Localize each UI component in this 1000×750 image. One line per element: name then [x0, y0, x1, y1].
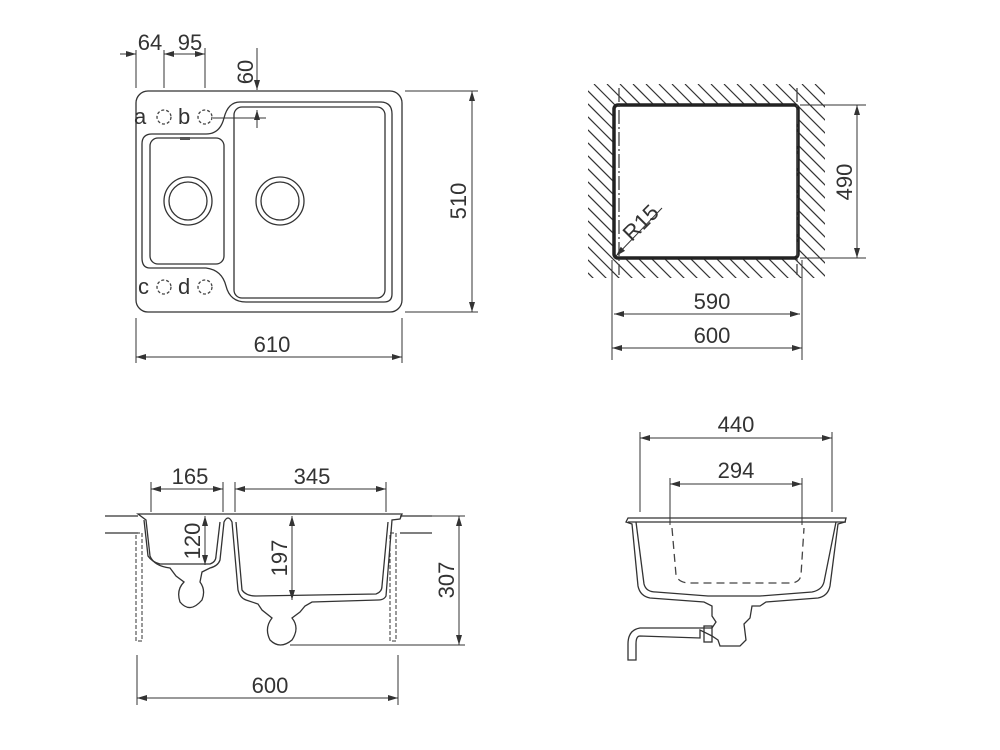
hatch-line: [723, 84, 825, 278]
hatch-line: [606, 84, 808, 278]
hatch-line: [588, 84, 730, 278]
front-section-view: 165 345 120 197 307 600: [105, 464, 465, 705]
dim-600-front: 600: [252, 673, 289, 698]
inner-bowl-hidden-line: [671, 527, 805, 584]
dim-590: 590: [694, 289, 731, 314]
top-view: a b c d 64 95 60 610 510: [120, 30, 478, 363]
hatch-line: [588, 84, 782, 278]
dim-60: 60: [233, 60, 258, 84]
cutout-outline: [612, 103, 800, 260]
hatch-line: [867, 84, 1000, 284]
hatch-line: [588, 84, 678, 278]
hatch-line: [588, 84, 639, 278]
tap-hole-icon: [156, 109, 172, 125]
cabinet-wall-right: [389, 532, 397, 642]
large-bowl-inner: [233, 106, 386, 299]
dim-165: 165: [172, 464, 209, 489]
dim-345: 345: [294, 464, 331, 489]
dim-r15: R15: [618, 200, 664, 246]
hatch-line: [880, 84, 1000, 284]
hatch-line: [588, 84, 769, 278]
tap-hole-icon: [197, 109, 213, 125]
dim-600-cutout: 600: [694, 323, 731, 348]
hatch-line: [588, 84, 652, 278]
dim-440: 440: [718, 412, 755, 437]
hatch-line: [386, 84, 586, 284]
hatch-line: [762, 84, 825, 278]
hatch-line: [854, 84, 1000, 284]
hatch-line: [588, 84, 626, 278]
cabinet-wall-left: [135, 532, 143, 642]
hatch-line: [588, 84, 743, 278]
side-section-view: 440 294: [625, 412, 847, 661]
dim-95: 95: [178, 30, 202, 55]
dim-307: 307: [434, 562, 459, 599]
hatch-line: [588, 84, 704, 278]
tap-hole-label-a: a: [134, 104, 147, 129]
hatch-line: [588, 84, 756, 278]
tap-hole-icon: [197, 279, 213, 295]
hatch-line: [588, 84, 613, 278]
overflow-slot: [180, 137, 190, 140]
hatch-line: [775, 84, 825, 278]
large-drain-icon: [255, 176, 305, 226]
dim-490: 490: [832, 164, 857, 201]
hatch-line: [658, 84, 825, 278]
hatch-line: [710, 84, 825, 278]
hatch-line: [619, 84, 821, 278]
dim-197: 197: [267, 540, 292, 577]
dim-294: 294: [718, 458, 755, 483]
hatch-line: [593, 84, 795, 278]
hatch-line: [645, 84, 825, 278]
small-bowl-inner: [149, 137, 225, 265]
hatch-line: [632, 84, 825, 278]
large-bowl-outline: [141, 101, 393, 303]
tap-hole-label-c: c: [138, 274, 149, 299]
dim-610: 610: [254, 332, 291, 357]
tap-hole-label-b: b: [178, 104, 190, 129]
sink-outline: [135, 90, 403, 313]
hatch-line: [588, 84, 665, 278]
hatch-line: [841, 84, 1000, 284]
hatch-line: [588, 84, 717, 278]
hatch-line: [893, 84, 1000, 284]
cutout-view: R15 490 590 600: [373, 84, 1000, 360]
dim-510: 510: [446, 183, 471, 220]
sink-side-profile: [625, 517, 847, 661]
hatch-line: [588, 84, 600, 278]
tap-hole-icon: [156, 279, 172, 295]
small-drain-icon: [163, 176, 213, 226]
sink-profile: [136, 513, 403, 646]
trap-nut: [703, 625, 713, 643]
hatch-line: [788, 84, 825, 278]
dim-64: 64: [138, 30, 162, 55]
hatch-line: [588, 84, 691, 278]
tap-hole-label-d: d: [178, 274, 190, 299]
dim-120: 120: [180, 523, 205, 560]
hatch-line: [373, 84, 573, 284]
